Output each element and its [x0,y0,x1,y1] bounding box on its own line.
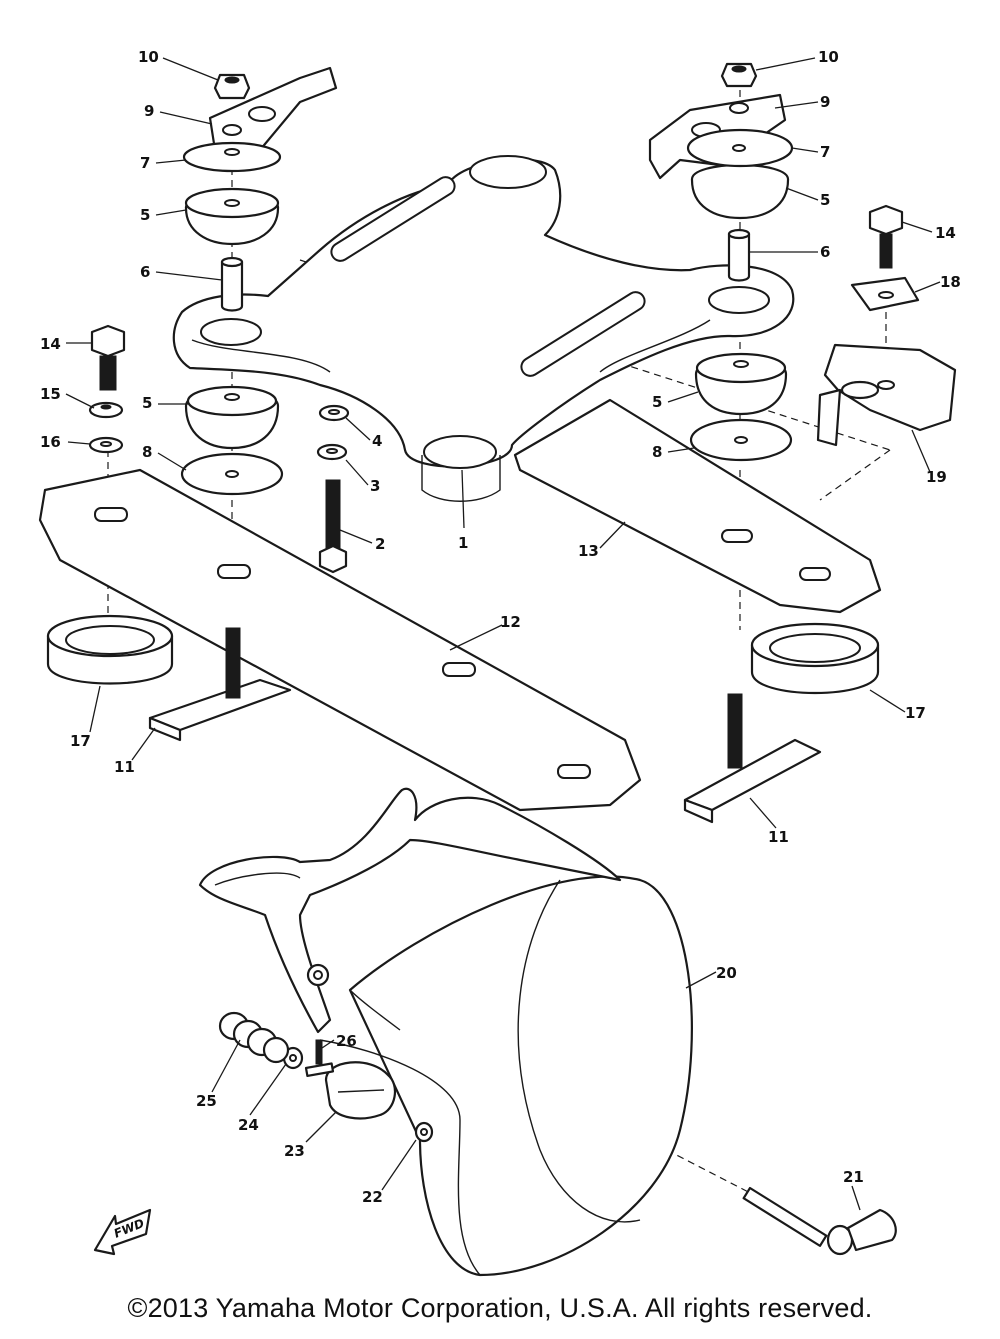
callout-22: 22 [362,1188,383,1206]
washer-3 [316,443,348,461]
callout-25: 25 [196,1092,217,1110]
callout-10-right: 10 [818,48,839,66]
callout-5-right-lower: 5 [652,393,662,411]
leader-lines [65,57,941,1211]
copyright-notice: ©2013 Yamaha Motor Corporation, U.S.A. A… [127,1293,873,1323]
washer-15 [88,401,124,419]
callout-13: 13 [578,542,599,560]
callout-5-left-upper: 5 [140,206,150,224]
callout-11-right: 11 [768,828,789,846]
callout-19: 19 [926,468,947,486]
knob-23 [304,1061,397,1120]
callout-23: 23 [284,1142,305,1160]
bolt-2 [318,479,348,574]
ring-17-left [46,614,174,685]
callout-4: 4 [372,432,382,450]
nut-22 [414,1121,434,1143]
callout-10-left: 10 [138,48,159,66]
callout-14-left: 14 [40,335,61,353]
washer-4 [318,404,350,422]
left-mount-stack [182,66,338,312]
right-bolt-14 [868,204,904,269]
callout-8-right: 8 [652,443,662,461]
fwd-arrow-icon: FWD [93,1208,152,1256]
callout-24: 24 [238,1116,259,1134]
callout-labels: 10 9 7 5 6 14 15 16 5 8 4 3 2 1 10 9 7 5… [40,48,961,1206]
right-lower-stack [689,352,793,462]
callout-8-left: 8 [142,443,152,461]
callout-16: 16 [40,433,61,451]
callout-7-left: 7 [140,154,150,172]
washer-16 [88,436,124,454]
left-lower-stack [180,385,284,496]
callout-11-left: 11 [114,758,135,776]
clamp-11-right [683,693,822,824]
callout-26: 26 [336,1032,357,1050]
lower-plate-right [513,398,882,614]
callout-15: 15 [40,385,61,403]
spring-25 [218,1011,290,1064]
washer-18 [850,276,920,312]
callout-14-right: 14 [935,224,956,242]
callout-17-right: 17 [905,704,926,722]
screw-21 [742,1186,897,1256]
headlight-stay [198,787,622,1276]
callout-17-left: 17 [70,732,91,750]
exploded-parts-diagram: FWD [38,48,961,1277]
callout-3: 3 [370,477,380,495]
callout-21: 21 [843,1168,864,1186]
callout-6-left: 6 [140,263,150,281]
callout-5-right-upper: 5 [820,191,830,209]
ring-17-right [750,622,880,695]
callout-5-left-lower: 5 [142,394,152,412]
left-bolt-14 [90,324,126,391]
callout-9-left: 9 [144,102,154,120]
callout-1: 1 [458,534,468,552]
callout-2: 2 [375,535,385,553]
clamp-11-left [148,627,292,742]
callout-9-right: 9 [820,93,830,111]
lower-plate-left [38,468,642,812]
right-mount-stack [648,62,794,282]
callout-12: 12 [500,613,521,631]
callout-20: 20 [716,964,737,982]
pin-26 [315,1039,323,1065]
headlight-bracket [172,155,795,502]
callout-6-right: 6 [820,243,830,261]
callout-18: 18 [940,273,961,291]
bracket-19 [816,343,957,447]
callout-7-right: 7 [820,143,830,161]
headlight-body [348,875,693,1277]
